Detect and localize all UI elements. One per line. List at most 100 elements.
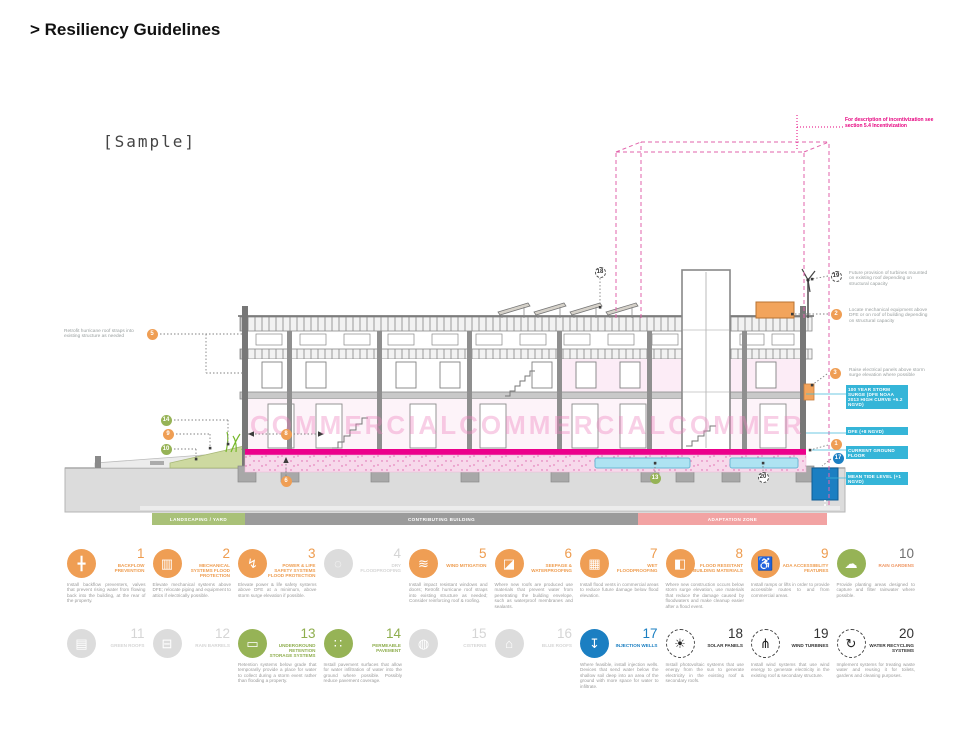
wind-mitigation-icon: ≋ xyxy=(409,549,438,578)
strategy-number: 4 xyxy=(393,546,401,561)
strategy-description: Install ramps or lifts in order to provi… xyxy=(751,582,830,598)
ground-floor-level-label: CURRENT GROUND FLOOR xyxy=(846,446,908,460)
strategy-label: RAIN GARDENS xyxy=(878,563,914,568)
electrical-panel xyxy=(803,383,815,401)
strategy-number: 1 xyxy=(136,546,145,561)
strategy-label: UNDERGROUND RETENTION STORAGE SYSTEMS xyxy=(269,643,316,659)
marker-1: 1 xyxy=(830,438,842,450)
strategy-label: DRY FLOODPROOFING xyxy=(360,563,401,574)
strategy-label: PERMEABLE PAVEMENT xyxy=(372,643,401,654)
mean-tide-level-label: MEAN TIDE LEVEL (+1 NGVD) xyxy=(846,472,908,486)
strategy-label: MECHANICAL SYSTEMS FLOOD PROTECTION xyxy=(190,563,230,579)
strategy-description: Where new construction occurs below stor… xyxy=(665,582,745,609)
adaptation-zone-fill xyxy=(244,454,807,473)
wet-floodproofing-icon: ▦ xyxy=(580,549,609,578)
strategy-label: SOLAR PANELS xyxy=(707,643,743,648)
rooftop-mechanical-unit xyxy=(755,301,795,319)
green-roofs-icon: ▤ xyxy=(67,629,96,658)
marker-20: 20 xyxy=(757,471,769,483)
strategy-label: INJECTION WELLS xyxy=(615,643,658,648)
strategy-number: 2 xyxy=(222,546,230,561)
wind-turbines-icon: ⋔ xyxy=(751,629,780,658)
roof-straps-note: Retrofit hurricane roof straps into exis… xyxy=(64,329,134,340)
marker-5: 5 xyxy=(146,328,158,340)
strategy-description: Provide planting areas designed to captu… xyxy=(836,582,916,598)
strategy-number: 8 xyxy=(735,546,743,561)
strategy-description: Install wind systems that use wind energ… xyxy=(751,662,830,678)
storm-surge-level-label: 100 YEAR STORM SURGE (DFE NOAA 2013 HIGH… xyxy=(846,385,908,409)
strategy-number: 13 xyxy=(300,626,316,641)
underground-retention-icon: ▭ xyxy=(238,629,267,658)
dfe-level-label: DFE (+8 NGVD) xyxy=(846,427,908,436)
marker-10: 10 xyxy=(160,443,172,455)
strategy-description: Install photovoltaic systems that use en… xyxy=(665,662,745,684)
marker-13: 13 xyxy=(649,472,661,484)
water-recycling-icon: ↻ xyxy=(836,629,866,658)
strategy-number: 7 xyxy=(649,546,658,561)
strategy-number: 14 xyxy=(385,626,401,641)
landscaped-yard xyxy=(94,429,260,469)
strategy-label: WIND TURBINES xyxy=(791,643,829,648)
flood-resistant-materials-icon: ◧ xyxy=(665,549,695,578)
strategy-label: SEEPAGE & WATERPROOFING xyxy=(531,563,572,574)
marker-17: 17 xyxy=(832,452,844,464)
marker-3: 3 xyxy=(829,367,841,379)
injection-wells-icon: ↧ xyxy=(580,629,609,658)
marker-14: 14 xyxy=(160,414,172,426)
marker-6: 6 xyxy=(280,475,292,487)
marker-8: 8 xyxy=(280,428,292,440)
power-life-safety-icon: ↯ xyxy=(238,549,267,578)
strategy-number: 16 xyxy=(556,626,572,641)
mechanical-systems-icon: ▥ xyxy=(152,549,182,578)
strategy-label: GREEN ROOFS xyxy=(110,643,145,648)
strategy-number: 20 xyxy=(898,626,914,641)
stairs xyxy=(332,370,535,449)
strategy-number: 15 xyxy=(471,626,487,641)
blue-roofs-icon: ⌂ xyxy=(494,629,524,658)
leader-endpoints xyxy=(194,277,814,465)
strategy-label: POWER & LIFE SAFETY SYSTEMS FLOOD PROTEC… xyxy=(268,563,316,579)
strategy-description: Implement systems for treating waste wat… xyxy=(836,662,916,678)
strategy-number: 12 xyxy=(214,626,230,641)
permeable-pavement-icon: ∷ xyxy=(323,629,353,658)
marker-19: 19 xyxy=(830,270,842,282)
page-title: > Resiliency Guidelines xyxy=(30,20,221,39)
strategy-description: Install pavement surfaces that allow for… xyxy=(323,662,403,684)
mechanical-equipment-note: Locate mechanical equipment above DFE or… xyxy=(849,308,928,324)
strategy-description: Where feasible, install injection wells.… xyxy=(580,662,659,689)
strategy-number: 6 xyxy=(564,546,572,561)
seepage-waterproofing-icon: ◪ xyxy=(494,549,524,578)
zone-bar-track xyxy=(140,506,840,510)
level-leader-lines xyxy=(806,393,846,479)
backflow-prevention-icon: ╋ xyxy=(67,549,96,578)
strategy-number: 9 xyxy=(820,546,829,561)
strategy-number: 19 xyxy=(813,626,829,641)
strategy-description: Install flood vents in commercial areas … xyxy=(580,582,659,598)
strategy-label: RAIN BARRELS xyxy=(195,643,230,648)
strategy-label: BLUE ROOFS xyxy=(541,643,572,648)
incentivization-leader xyxy=(796,115,843,150)
turbines-future-note: Future provision of turbines mounted on … xyxy=(849,271,928,287)
strategy-description: Elevate power & life safety systems abov… xyxy=(238,582,317,598)
strategy-description: Install impact resistant windows and doo… xyxy=(409,582,488,604)
strategy-label: ADA ACCESSIBILITY FEATURES xyxy=(782,563,829,574)
electrical-panels-note: Raise electrical panels above storm surg… xyxy=(849,368,925,379)
dfe-line xyxy=(245,449,806,455)
strategy-number: 3 xyxy=(307,546,316,561)
future-extension-outline xyxy=(615,141,830,505)
